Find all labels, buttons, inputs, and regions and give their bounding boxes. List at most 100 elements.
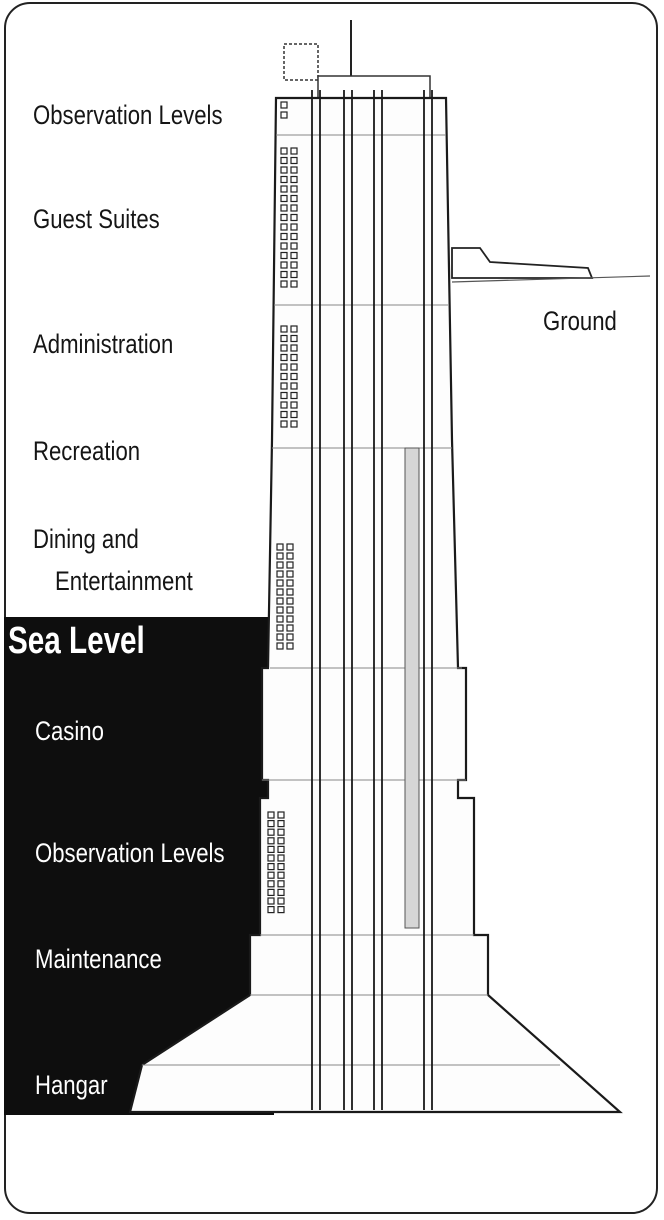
- level-label-hangar: Hangar: [35, 1070, 108, 1100]
- level-label-observation-lower: Observation Levels: [35, 838, 225, 868]
- window: [290, 242, 298, 250]
- window: [280, 410, 288, 419]
- window: [286, 624, 294, 632]
- window: [290, 391, 298, 400]
- window: [280, 185, 288, 193]
- window: [290, 175, 298, 184]
- window: [277, 845, 285, 854]
- window: [290, 344, 298, 352]
- window: [277, 905, 285, 914]
- window: [280, 382, 288, 390]
- window: [280, 270, 288, 279]
- window: [276, 597, 284, 605]
- window: [277, 828, 285, 836]
- window: [276, 624, 284, 632]
- window: [290, 420, 298, 428]
- window: [277, 888, 285, 897]
- window: [280, 334, 288, 343]
- window: [277, 880, 285, 888]
- window: [267, 871, 275, 879]
- window: [290, 194, 298, 203]
- window: [276, 561, 284, 569]
- window: [290, 270, 298, 279]
- level-label-administration: Administration: [33, 329, 174, 359]
- window: [290, 325, 298, 333]
- window: [276, 570, 284, 578]
- window: [267, 854, 275, 862]
- window: [290, 213, 298, 222]
- window: [286, 570, 294, 578]
- window: [267, 897, 275, 905]
- window: [267, 862, 275, 871]
- window: [277, 837, 285, 845]
- window: [290, 280, 298, 288]
- window: [290, 372, 298, 381]
- window: [280, 166, 288, 174]
- level-label-casino: Casino: [35, 716, 104, 746]
- window: [290, 185, 298, 193]
- window: [290, 353, 298, 362]
- window: [280, 175, 288, 184]
- window: [290, 410, 298, 419]
- window: [280, 223, 288, 231]
- rooftop-unit: [283, 43, 319, 81]
- window: [280, 156, 288, 165]
- floor-lines: [142, 134, 560, 1066]
- window: [276, 588, 284, 596]
- window: [280, 251, 288, 260]
- window: [280, 280, 288, 288]
- window: [290, 147, 298, 155]
- window: [286, 642, 294, 650]
- ground-label: Ground: [543, 306, 617, 336]
- window: [286, 606, 294, 614]
- level-label-maintenance: Maintenance: [35, 944, 162, 974]
- window: [276, 606, 284, 614]
- window: [286, 588, 294, 596]
- window: [290, 156, 298, 165]
- window: [280, 194, 288, 203]
- window: [280, 401, 288, 409]
- window: [280, 232, 288, 241]
- window: [276, 633, 284, 641]
- window: [280, 372, 288, 381]
- level-label-entertainment: Entertainment: [55, 566, 193, 596]
- window: [280, 242, 288, 250]
- window: [277, 897, 285, 905]
- window: [290, 223, 298, 231]
- window: [267, 819, 275, 828]
- window: [290, 232, 298, 241]
- window: [290, 382, 298, 390]
- ground-line: [451, 275, 651, 283]
- window: [280, 111, 288, 119]
- window: [280, 213, 288, 222]
- window: [280, 363, 288, 371]
- window: [267, 811, 275, 819]
- window: [267, 828, 275, 836]
- sea-level-title: Sea Level: [8, 620, 145, 662]
- window: [276, 615, 284, 623]
- window: [277, 819, 285, 828]
- window: [276, 552, 284, 560]
- window: [290, 166, 298, 174]
- window: [286, 543, 294, 551]
- window: [290, 261, 298, 269]
- window: [280, 101, 288, 109]
- window: [267, 888, 275, 897]
- window: [280, 147, 288, 155]
- window: [290, 251, 298, 260]
- elevator-shafts: [311, 90, 433, 1110]
- window: [280, 204, 288, 212]
- window: [290, 334, 298, 343]
- window: [276, 579, 284, 587]
- window: [286, 633, 294, 641]
- level-label-recreation: Recreation: [33, 436, 141, 466]
- window: [267, 845, 275, 854]
- window: [276, 642, 284, 650]
- window: [280, 420, 288, 428]
- window: [277, 871, 285, 879]
- window: [276, 543, 284, 551]
- window: [280, 344, 288, 352]
- window: [286, 552, 294, 560]
- window: [280, 391, 288, 400]
